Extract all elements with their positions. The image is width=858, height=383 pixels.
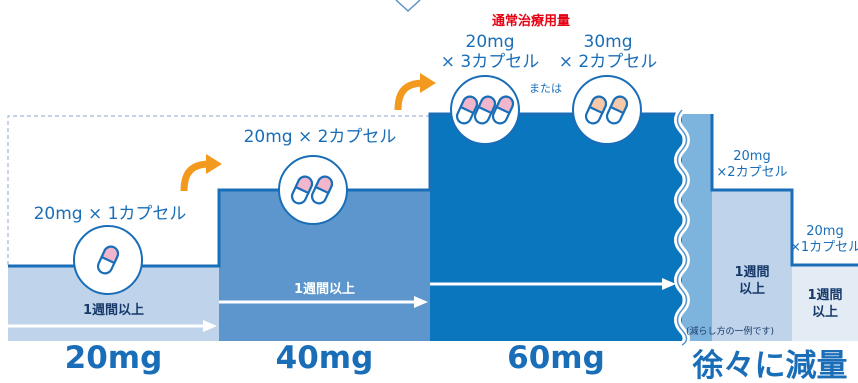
taper-step2-block <box>792 265 858 341</box>
dose-label-40mg: 40mg <box>275 340 374 376</box>
duration-arrow-step2 <box>219 296 428 308</box>
reference-dashed-line <box>7 115 430 265</box>
option-a-line1: 20mg <box>465 32 515 52</box>
duration-arrow-step1 <box>8 320 217 332</box>
taper-step1-block <box>712 190 792 341</box>
taper2-duration-line1: 1週間 <box>807 288 843 303</box>
taper-title: 徐々に減量 <box>692 348 848 383</box>
duration-arrow-step3 <box>430 278 676 290</box>
step2-capsule-label: 20mg × 2カプセル <box>243 127 397 147</box>
taper1-line2: ×2カプセル <box>716 165 788 180</box>
chevron-down-icon <box>395 0 421 13</box>
step-up-arrow-icon <box>180 154 222 192</box>
dose-label-60mg: 60mg <box>507 340 605 376</box>
taper1-line1: 20mg <box>733 149 771 164</box>
step1-capsule-label: 20mg × 1カプセル <box>33 204 187 224</box>
standard-dose-label: 通常治療用量 <box>492 14 571 29</box>
taper1-duration-line2: 以上 <box>738 282 765 297</box>
capsule-icon-4 <box>572 75 642 145</box>
step1-duration: 1週間以上 <box>82 303 145 318</box>
taper-note: (減らし方の一例です) <box>686 327 775 337</box>
step-up-arrow-icon <box>394 73 436 111</box>
taper2-duration-line2: 以上 <box>811 305 838 320</box>
option-a-line2: × 3カプセル <box>440 52 540 72</box>
taper2-line1: 20mg <box>806 224 844 239</box>
break-wavy-line <box>676 109 688 346</box>
or-label: または <box>529 82 562 95</box>
capsule-icon-1 <box>73 225 143 295</box>
option-b-line1: 30mg <box>583 32 633 52</box>
capsule-icon-2 <box>278 155 348 225</box>
step2-duration: 1週間以上 <box>293 282 356 297</box>
taper2-line2: ×1カプセル <box>790 240 858 255</box>
taper-outline <box>710 114 858 267</box>
taper1-duration-line1: 1週間 <box>734 265 770 280</box>
capsule-icon-3 <box>450 75 520 145</box>
dose-label-20mg: 20mg <box>64 340 163 376</box>
option-b-line2: × 2カプセル <box>558 52 658 72</box>
step3-block <box>430 114 682 341</box>
